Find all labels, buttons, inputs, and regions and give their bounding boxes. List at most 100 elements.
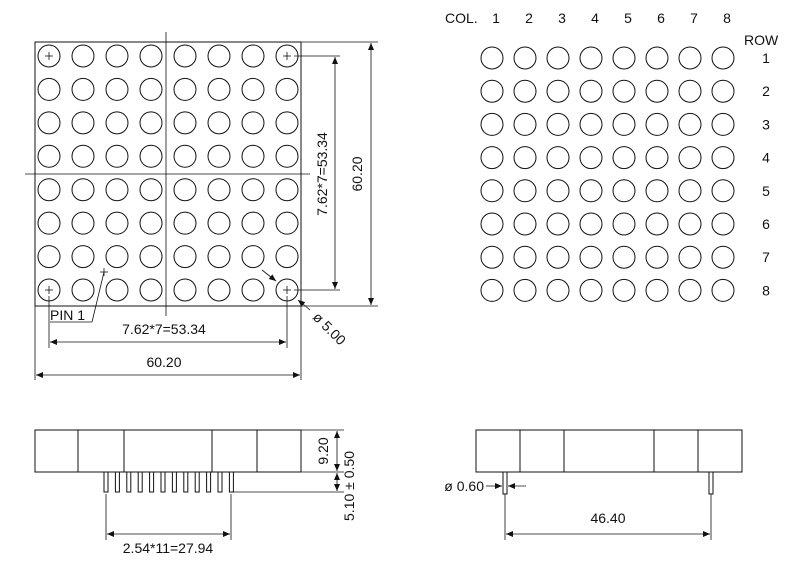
end-view: ø 0.60 46.40: [444, 429, 743, 540]
led-dot: [173, 144, 197, 168]
led-dot: [275, 144, 299, 168]
side-pin: [126, 471, 132, 493]
schematic-led-dot: [513, 46, 537, 70]
schematic-led-dot: [546, 112, 570, 136]
side-pin: [103, 471, 109, 493]
schematic-led-dot: [678, 79, 702, 103]
schematic-led-dot: [711, 79, 735, 103]
led-dot: [173, 44, 197, 68]
schematic-led-dot: [612, 179, 636, 203]
led-dot: [173, 77, 197, 101]
row-number: 5: [762, 183, 770, 199]
side-pins: [103, 471, 234, 493]
led-dot: [105, 111, 129, 135]
schematic-led-grid: [480, 46, 735, 302]
row-number: 1: [762, 50, 770, 66]
led-dot: [173, 278, 197, 302]
schematic-led-dot: [711, 146, 735, 170]
led-dot: [241, 111, 265, 135]
end-pin-right: [708, 471, 714, 495]
side-pin: [171, 471, 177, 493]
schematic-led-dot: [480, 146, 504, 170]
schematic-led-dot: [579, 46, 603, 70]
schematic-led-dot: [579, 79, 603, 103]
led-dot: [241, 178, 265, 202]
led-dot: [139, 211, 163, 235]
schematic-led-dot: [546, 245, 570, 269]
col-number: 4: [591, 10, 599, 26]
led-dot: [71, 278, 95, 302]
side-pin: [137, 471, 143, 493]
led-dot: [173, 211, 197, 235]
schematic-led-dot: [612, 79, 636, 103]
schematic-led-dot: [513, 112, 537, 136]
schematic-led-dot: [711, 112, 735, 136]
end-pin-span-label: 46.40: [590, 510, 625, 526]
schematic-led-dot: [645, 278, 669, 302]
row-number: 4: [762, 150, 770, 166]
side-pin: [206, 471, 212, 493]
schematic-led-dot: [546, 278, 570, 302]
schematic-led-dot: [678, 46, 702, 70]
schematic-led-dot: [579, 179, 603, 203]
diameter-leader-b: [297, 299, 311, 311]
schematic-led-dot: [513, 278, 537, 302]
schematic-led-dot: [480, 179, 504, 203]
col-number: 6: [657, 10, 665, 26]
led-dot: [71, 211, 95, 235]
schematic-led-dot: [546, 46, 570, 70]
side-pin: [228, 471, 234, 493]
led-dot: [139, 278, 163, 302]
led-dot: [105, 144, 129, 168]
led-dot: [207, 278, 231, 302]
led-dot: [71, 144, 95, 168]
led-dot: [241, 77, 265, 101]
side-pin: [194, 471, 200, 493]
col-number: 2: [525, 10, 533, 26]
schematic-led-dot: [612, 212, 636, 236]
schematic-led-dot: [513, 179, 537, 203]
end-pin-diameter-label: ø 0.60: [444, 478, 484, 494]
side-pin-pitch-label: 2.54*11=27.94: [123, 540, 214, 556]
pin1-label: PIN 1: [50, 307, 85, 323]
led-dot: [105, 278, 129, 302]
schematic-led-dot: [678, 112, 702, 136]
led-dot: [105, 245, 129, 269]
front-led-grid: [37, 44, 299, 302]
col-number: 5: [624, 10, 632, 26]
led-dot: [139, 178, 163, 202]
led-dot: [207, 211, 231, 235]
schematic-led-dot: [711, 245, 735, 269]
side-pin: [149, 471, 155, 493]
led-dot: [207, 111, 231, 135]
schematic-led-dot: [711, 179, 735, 203]
led-dot: [207, 144, 231, 168]
led-dot: [241, 278, 265, 302]
schematic-led-dot: [645, 212, 669, 236]
led-dot: [139, 44, 163, 68]
schematic-led-dot: [645, 79, 669, 103]
col-number: 3: [558, 10, 566, 26]
schematic-led-dot: [678, 179, 702, 203]
led-dot: [105, 178, 129, 202]
schematic-led-dot: [711, 278, 735, 302]
schematic-led-dot: [579, 146, 603, 170]
led-dot: [71, 178, 95, 202]
schematic-led-dot: [612, 245, 636, 269]
side-pin: [160, 471, 166, 493]
led-dot: [37, 211, 61, 235]
side-pin: [183, 471, 189, 493]
schematic-led-dot: [513, 146, 537, 170]
led-dot: [207, 44, 231, 68]
schematic-led-dot: [546, 79, 570, 103]
schematic-led-dot: [645, 179, 669, 203]
led-dot: [275, 245, 299, 269]
led-dot: [275, 77, 299, 101]
led-dot: [173, 245, 197, 269]
led-dot: [207, 178, 231, 202]
led-dot: [139, 245, 163, 269]
schematic-led-dot: [480, 212, 504, 236]
